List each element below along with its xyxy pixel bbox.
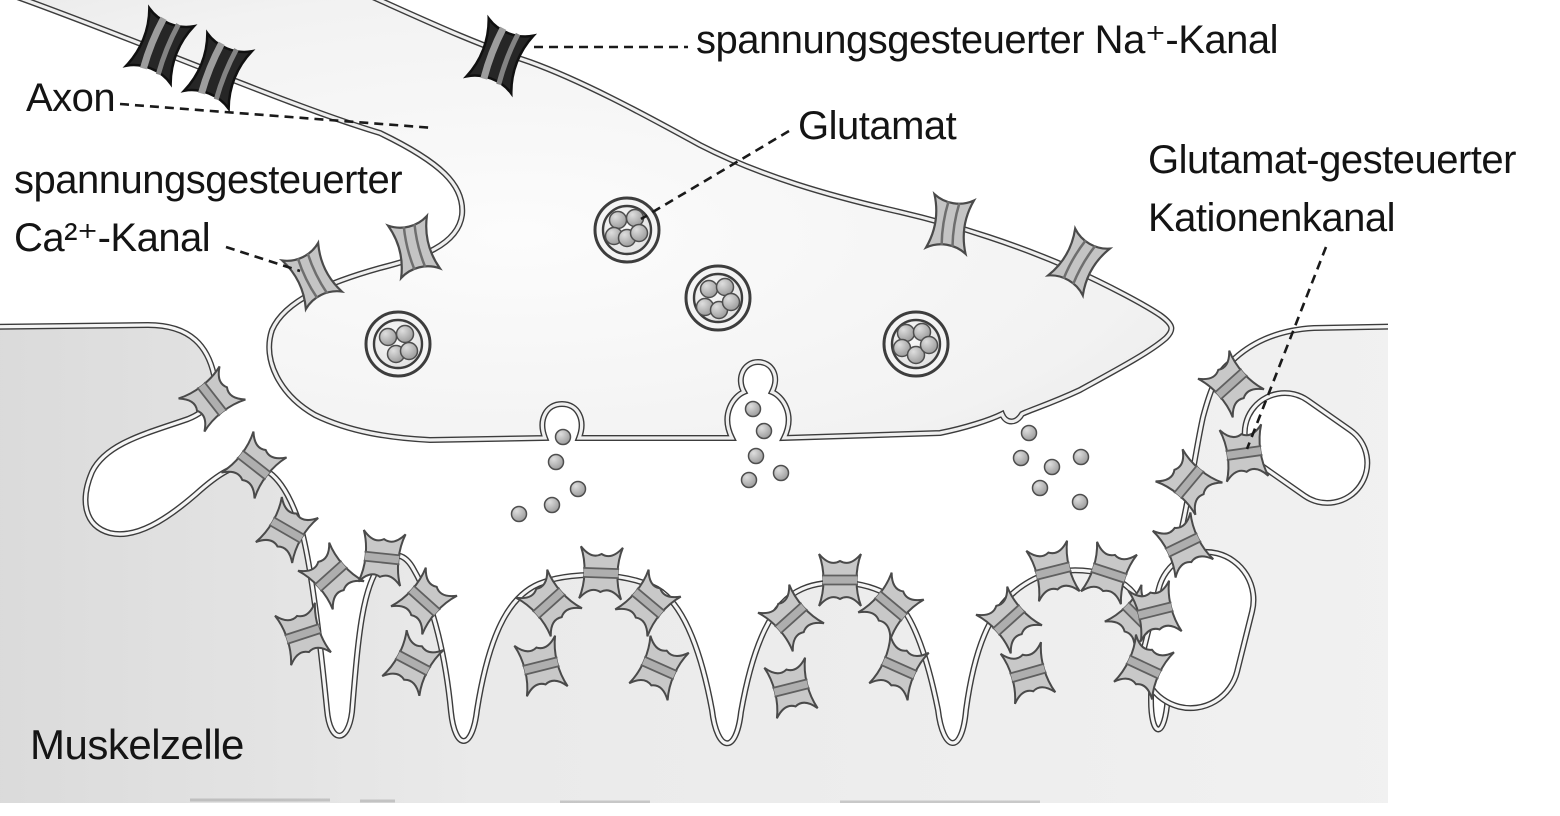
glutamate-molecule-icon bbox=[1031, 479, 1049, 497]
glutamate-molecule-icon bbox=[547, 453, 565, 471]
label-axon: Axon bbox=[26, 76, 116, 120]
cation-channel-icon bbox=[818, 553, 862, 607]
leader-axon bbox=[119, 102, 435, 130]
label-ca-channel-line1: spannungsgesteuerter bbox=[14, 158, 403, 202]
glutamate-molecule-icon bbox=[1043, 458, 1061, 476]
glutamate-molecule-icon bbox=[740, 471, 758, 489]
label-muscle-cell: Muskelzelle bbox=[30, 721, 244, 768]
glutamate-molecule-icon bbox=[1072, 448, 1090, 466]
glutamate-molecule-icon bbox=[629, 223, 649, 243]
label-ca-channel-line2: Ca²⁺-Kanal bbox=[14, 216, 211, 260]
glutamate-molecule-icon bbox=[510, 505, 528, 523]
label-cation-channel-line1: Glutamat-gesteuerter bbox=[1148, 138, 1516, 182]
leader-ca-channel bbox=[225, 245, 301, 273]
label-cation-channel-line2: Kationenkanal bbox=[1148, 196, 1396, 240]
vesicle bbox=[882, 310, 950, 378]
muscle-bottom-texture bbox=[190, 798, 1040, 803]
glutamate-molecule-icon bbox=[543, 496, 561, 514]
vesicle bbox=[684, 264, 752, 332]
glutamate-molecule-icon bbox=[554, 428, 572, 446]
released-glutamate-molecules bbox=[510, 400, 1090, 523]
glutamate-molecule-icon bbox=[1071, 493, 1089, 511]
vesicle bbox=[593, 196, 661, 264]
glutamate-molecule-icon bbox=[399, 341, 419, 361]
muscle-cell bbox=[0, 325, 1388, 803]
label-glutamate: Glutamat bbox=[798, 104, 957, 148]
glutamate-molecule-icon bbox=[919, 335, 939, 355]
glutamate-molecule-icon bbox=[1012, 449, 1030, 467]
cation-channel-icon bbox=[578, 545, 624, 601]
glutamate-molecule-icon bbox=[699, 279, 719, 299]
leader-glutamate bbox=[640, 129, 790, 221]
vesicle bbox=[364, 310, 432, 378]
glutamate-molecule-icon bbox=[569, 480, 587, 498]
label-na-channel: spannungsgesteuerter Na⁺-Kanal bbox=[696, 18, 1279, 62]
glutamate-vesicles bbox=[364, 196, 950, 378]
glutamate-molecule-icon bbox=[906, 345, 926, 365]
glutamate-molecule-icon bbox=[747, 447, 765, 465]
glutamate-molecule-icon bbox=[1020, 424, 1038, 442]
glutamate-molecule-icon bbox=[608, 210, 628, 230]
glutamate-molecule-icon bbox=[755, 422, 773, 440]
glutamate-molecule-icon bbox=[378, 327, 398, 347]
label-leader-lines bbox=[119, 45, 1328, 450]
glutamate-molecule-icon bbox=[896, 323, 916, 343]
glutamate-molecule-icon bbox=[772, 464, 790, 482]
glutamate-molecule-icon bbox=[395, 324, 415, 344]
glutamate-molecule-icon bbox=[721, 292, 741, 312]
glutamate-molecule-icon bbox=[744, 400, 762, 418]
leader-cation-channel bbox=[1245, 246, 1328, 450]
